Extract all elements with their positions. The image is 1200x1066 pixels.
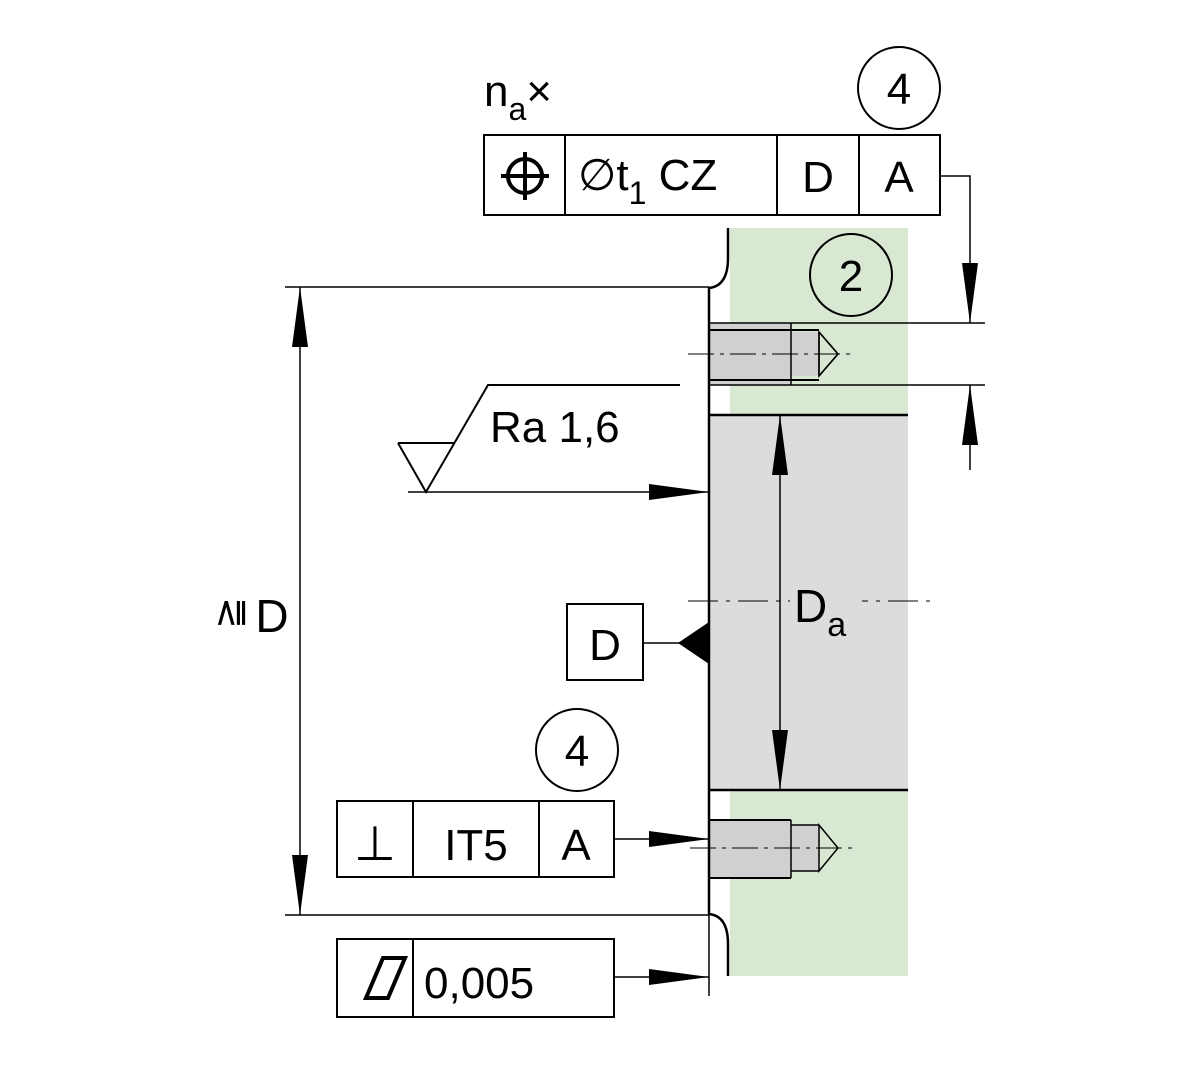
surface-finish-label: Ra 1,6	[490, 403, 620, 452]
svg-text:4: 4	[565, 727, 589, 776]
perpendicularity-symbol: ⊥	[354, 818, 396, 871]
perpendicularity-datum: A	[561, 821, 591, 870]
lower-screw-hole	[690, 819, 855, 879]
surface-roughness-symbol-icon	[397, 384, 680, 495]
datum-D-box: D	[566, 603, 644, 681]
position-symbol-icon	[501, 152, 549, 200]
dimension-D-label: D	[255, 590, 288, 642]
position-leader	[940, 175, 978, 323]
perpendicularity-tolerance: IT5	[444, 821, 508, 870]
multiplier-label: na×	[484, 67, 552, 127]
position-datum-1: D	[802, 153, 834, 202]
dimension-D-prefix: ≧	[209, 597, 251, 629]
upper-screw-hole	[688, 323, 850, 385]
dimension-Da-label: Da	[794, 580, 846, 644]
svg-text:D: D	[589, 621, 621, 670]
balloon-2: 2	[809, 233, 893, 317]
flatness-frame: 0,005	[336, 938, 615, 1018]
balloon-4-bottom: 4	[535, 708, 619, 792]
flatness-parallelogram-icon	[362, 956, 409, 1000]
balloon-4-top: 4	[857, 46, 941, 130]
position-datum-2: A	[884, 153, 914, 202]
flatness-tolerance: 0,005	[424, 959, 534, 1008]
position-tolerance-frame: ∅t1 CZ D A	[483, 134, 941, 216]
svg-text:4: 4	[887, 65, 911, 114]
position-tolerance-value: ∅t1 CZ	[578, 151, 717, 211]
perpendicularity-frame: ⊥ IT5 A	[336, 800, 615, 878]
datum-triangle-icon	[678, 622, 709, 664]
svg-text:2: 2	[839, 252, 863, 301]
